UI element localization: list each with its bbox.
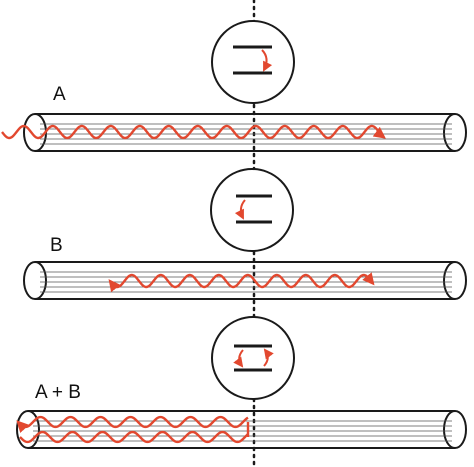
label-b: B [50,235,63,256]
fiber-tube-b [23,261,467,300]
fiber-tube-a [23,113,467,152]
reflection-arrow-b [234,199,246,220]
mirror-circle-a [211,20,295,104]
wave-b [108,272,375,293]
panel-a: A [1,20,467,152]
mirror-circle-b [210,168,294,252]
mirror-circle-ab [211,316,295,400]
label-a-plus-b: A + B [35,382,81,403]
reflection-arrow-ab-left [233,349,244,368]
wave-a [1,124,386,140]
panel-a-plus-b: A + B [16,316,467,449]
wave-ab-upper [16,415,249,434]
panel-b: B [23,168,467,300]
reflection-arrow-a [261,49,273,72]
wave-ab-lower [19,430,249,444]
fiber-tube-ab [16,410,467,449]
reflection-arrow-ab-right [263,348,274,367]
label-a: A [53,84,66,105]
